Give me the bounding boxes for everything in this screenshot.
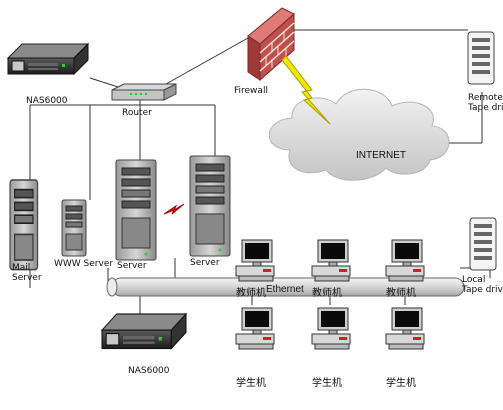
ethernet-bus xyxy=(106,277,465,297)
server-b-label: Server xyxy=(190,258,220,268)
server-a-icon xyxy=(115,159,157,261)
router-label: Router xyxy=(122,108,152,118)
nas-bottom-icon xyxy=(101,313,187,350)
firewall-label: Firewall xyxy=(234,86,268,96)
nas-top-icon xyxy=(7,43,89,75)
nas-top-label: NAS6000 xyxy=(26,96,68,106)
student-1-label: 学生机 xyxy=(236,376,266,389)
remote-tape-icon xyxy=(467,31,495,85)
mail-server-label-text-line2: Server xyxy=(12,273,42,283)
mail-server-label-text: Mail xyxy=(12,263,30,273)
internet-label: INTERNET xyxy=(356,150,406,161)
server-a-label: Server xyxy=(117,261,147,271)
student-pc-1-icon xyxy=(235,307,275,350)
student-2-label: 学生机 xyxy=(312,376,342,389)
firewall-icon xyxy=(247,7,295,82)
local-tape-icon xyxy=(469,217,497,271)
teacher-pc-2-icon xyxy=(311,239,351,282)
server-b-icon xyxy=(189,155,231,257)
student-3-label: 学生机 xyxy=(386,376,416,389)
connection-lines xyxy=(29,29,491,314)
student-pc-2-icon xyxy=(311,307,351,350)
lightning-icon xyxy=(281,55,331,125)
teacher-pc-3-icon xyxy=(385,239,425,282)
remote-tape-label: Remote xyxy=(468,93,503,103)
router-icon xyxy=(111,83,177,101)
mail-server-icon xyxy=(9,179,39,271)
lightning-small-icon xyxy=(163,203,185,215)
nas-bottom-label: NAS6000 xyxy=(128,366,170,376)
remote-tape-label-line2: Tape drive xyxy=(467,103,503,113)
www-server-icon xyxy=(61,199,87,257)
student-pc-3-icon xyxy=(385,307,425,350)
teacher-pc-1-icon xyxy=(235,239,275,282)
local-tape-label: Local xyxy=(462,275,485,285)
teacher-3-label: 教师机 xyxy=(386,286,416,299)
local-tape-label-line2: Tape drive xyxy=(461,285,503,295)
teacher-2-label: 教师机 xyxy=(312,286,342,299)
teacher-1-label: 教师机 xyxy=(236,286,266,299)
www-server-label: WWW Server xyxy=(54,259,113,269)
internet-cloud xyxy=(268,88,450,181)
ethernet-label: Ethernet xyxy=(266,284,304,295)
